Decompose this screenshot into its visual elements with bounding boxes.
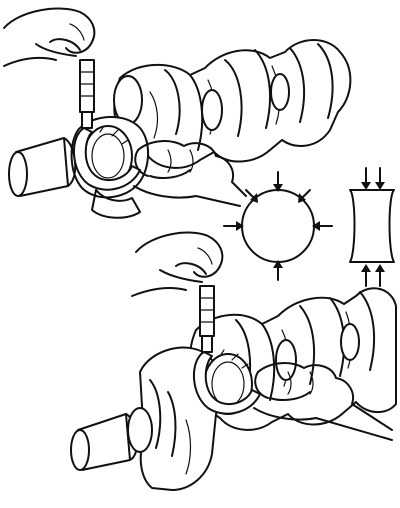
crankshaft-top [113, 39, 352, 169]
lower-hand-top [133, 140, 247, 207]
journal-taper-inset [349, 167, 395, 287]
top-panel [3, 7, 352, 219]
upper-hand-top [3, 7, 96, 67]
lower-hand-bottom [253, 362, 393, 441]
upper-hand-bottom [131, 231, 224, 297]
bottom-panel [70, 231, 397, 491]
journal-cross-section-inset [223, 171, 333, 281]
